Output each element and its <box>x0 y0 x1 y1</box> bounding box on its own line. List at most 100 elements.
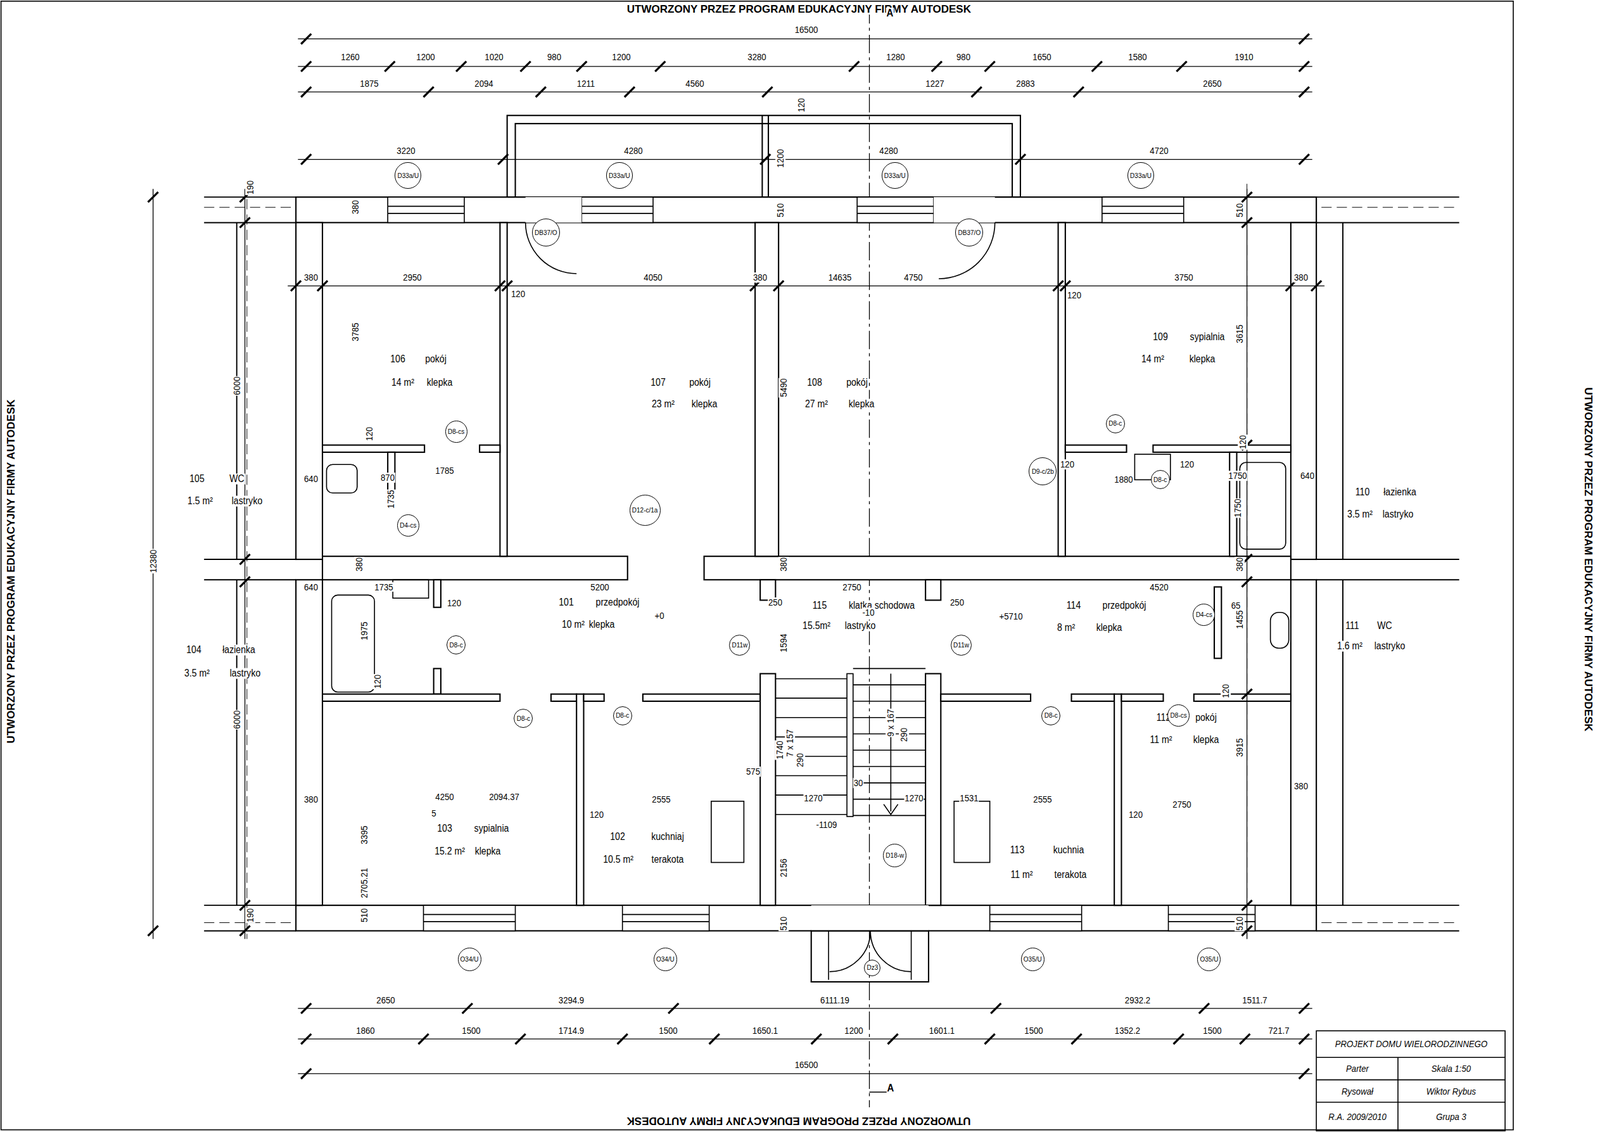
dimension-label: 3395 <box>359 825 370 845</box>
tag-text: D4-cs <box>399 521 417 529</box>
room-label: 10.5 m² <box>602 853 635 865</box>
dimension-label: 12380 <box>148 549 159 574</box>
dimension-label: 7 x 157 <box>784 729 795 758</box>
dimension-label: 2094.37 <box>488 792 520 803</box>
stair-step <box>853 782 926 784</box>
dimension-label: 1455 <box>1234 609 1245 630</box>
room-label: lastryko <box>1382 509 1414 521</box>
dimension-tick <box>654 61 666 72</box>
dimension-label: 2883 <box>1015 78 1035 89</box>
room-label: 102 <box>609 831 626 843</box>
tag-text: O35/U <box>1023 955 1042 963</box>
room-label: klatka schodowa <box>848 599 916 611</box>
dimension-tick <box>497 153 508 165</box>
title-block-cell: Skala 1:50 <box>1430 1063 1472 1074</box>
dimension-label: 1750 <box>1232 498 1243 519</box>
room-label: terakota <box>1053 869 1088 881</box>
tag-text: D33a/U <box>884 172 906 180</box>
door-window-tag: D8-c <box>513 708 533 728</box>
stair-step <box>775 813 847 816</box>
title-block-cell: Parter <box>1345 1063 1370 1074</box>
door-window-tag: D33a/U <box>881 162 909 189</box>
tag-text: O34/U <box>460 955 479 963</box>
door-window-tag: Dz3 <box>863 959 881 977</box>
stair-step <box>775 775 847 777</box>
room-label: 14 m² <box>390 377 415 389</box>
dimension-label: 640 <box>303 473 319 484</box>
dimension-label: 2094 <box>473 78 494 89</box>
room-label: lastryko <box>844 620 877 631</box>
section-marker: A <box>885 7 894 20</box>
dimension-label: 1875 <box>359 78 380 89</box>
room-label: WC <box>1376 620 1393 631</box>
room-label: 106 <box>390 354 407 365</box>
room-label: klepka <box>1095 622 1123 634</box>
dimension-tick <box>668 1003 679 1014</box>
dimension-label: 3750 <box>1173 272 1194 283</box>
dimension-tick <box>240 217 251 228</box>
dimension-label: 4720 <box>1149 146 1169 157</box>
tag-text: DB37/O <box>958 229 982 237</box>
dimension-label: 120 <box>796 97 807 113</box>
dimension-label: 1270 <box>803 793 823 804</box>
room-label: 109 <box>1152 331 1169 343</box>
dimension-line <box>297 1038 1312 1040</box>
stair-step <box>853 765 926 768</box>
room-label: 115 <box>811 599 827 611</box>
dimension-tick <box>709 1033 720 1044</box>
dimension-label: 4560 <box>684 78 705 89</box>
dimension-label: 6000 <box>231 709 242 730</box>
room-label: klepka <box>1192 734 1220 746</box>
dimension-label: 510 <box>1234 202 1245 218</box>
tag-text: D8-c <box>615 711 629 719</box>
dimension-label: 1601.1 <box>928 1026 956 1037</box>
dimension-tick <box>1299 33 1310 44</box>
dimension-tick <box>300 61 312 72</box>
room-label: 113 <box>1009 844 1025 856</box>
dimension-line <box>297 158 1312 160</box>
dimension-label: 1020 <box>483 51 504 63</box>
dimension-tick <box>1239 1033 1250 1044</box>
dimension-label: 1580 <box>1128 51 1148 63</box>
door-window-tag: D12-c/1a <box>629 494 661 526</box>
dimension-tick <box>576 61 587 72</box>
dimension-tick <box>1199 1003 1210 1014</box>
room-label: pokój <box>1194 711 1217 723</box>
room-label: 11 m² <box>1149 734 1174 746</box>
room-label: pokój <box>688 377 711 389</box>
door-window-tag: D11w <box>729 634 750 656</box>
stair-step <box>775 697 847 699</box>
room-label: klepka <box>1188 354 1215 365</box>
tag-text: D8-c <box>1108 419 1122 427</box>
dimension-label: 2650 <box>1202 78 1222 89</box>
dimension-line <box>297 65 1312 67</box>
dimension-tick <box>984 1033 996 1044</box>
dimension-tick <box>848 61 859 72</box>
tag-text: D9-c/2b <box>1031 468 1054 476</box>
title-block-cell: Rysował <box>1340 1086 1374 1097</box>
dimension-label: 5490 <box>778 378 789 398</box>
dimension-tick <box>1299 1033 1310 1044</box>
dimension-tick <box>418 1033 429 1044</box>
dimension-label: 190 <box>245 907 256 923</box>
dimension-label: 2932.2 <box>1124 995 1151 1006</box>
dimension-tick <box>1015 153 1026 165</box>
door-window-tag: D8-c <box>1150 469 1170 489</box>
room-label: 111 <box>1344 620 1360 631</box>
tag-text: DB37/O <box>534 229 558 237</box>
dimension-tick <box>1071 1033 1082 1044</box>
title-block-cell: PROJEKT DOMU WIELORODZINNEGO <box>1334 1039 1488 1050</box>
dimension-tick <box>1242 191 1253 203</box>
tag-text: D12-c/1a <box>632 506 659 514</box>
door-window-tag: D8-c <box>1041 706 1061 726</box>
dimension-label: 3915 <box>1234 737 1245 757</box>
dimension-label: 120 <box>446 597 462 609</box>
room-label: 3.5 m² <box>183 668 211 680</box>
dimension-label: 380 <box>1293 272 1309 283</box>
room-label: 110 <box>1354 486 1371 498</box>
door-window-tag: D9-c/2b <box>1028 457 1057 486</box>
dimension-label: 575 <box>745 766 761 777</box>
dimension-label: 510 <box>775 202 787 218</box>
dimension-label: 120 <box>510 288 526 299</box>
room-label: klepka <box>426 377 453 389</box>
